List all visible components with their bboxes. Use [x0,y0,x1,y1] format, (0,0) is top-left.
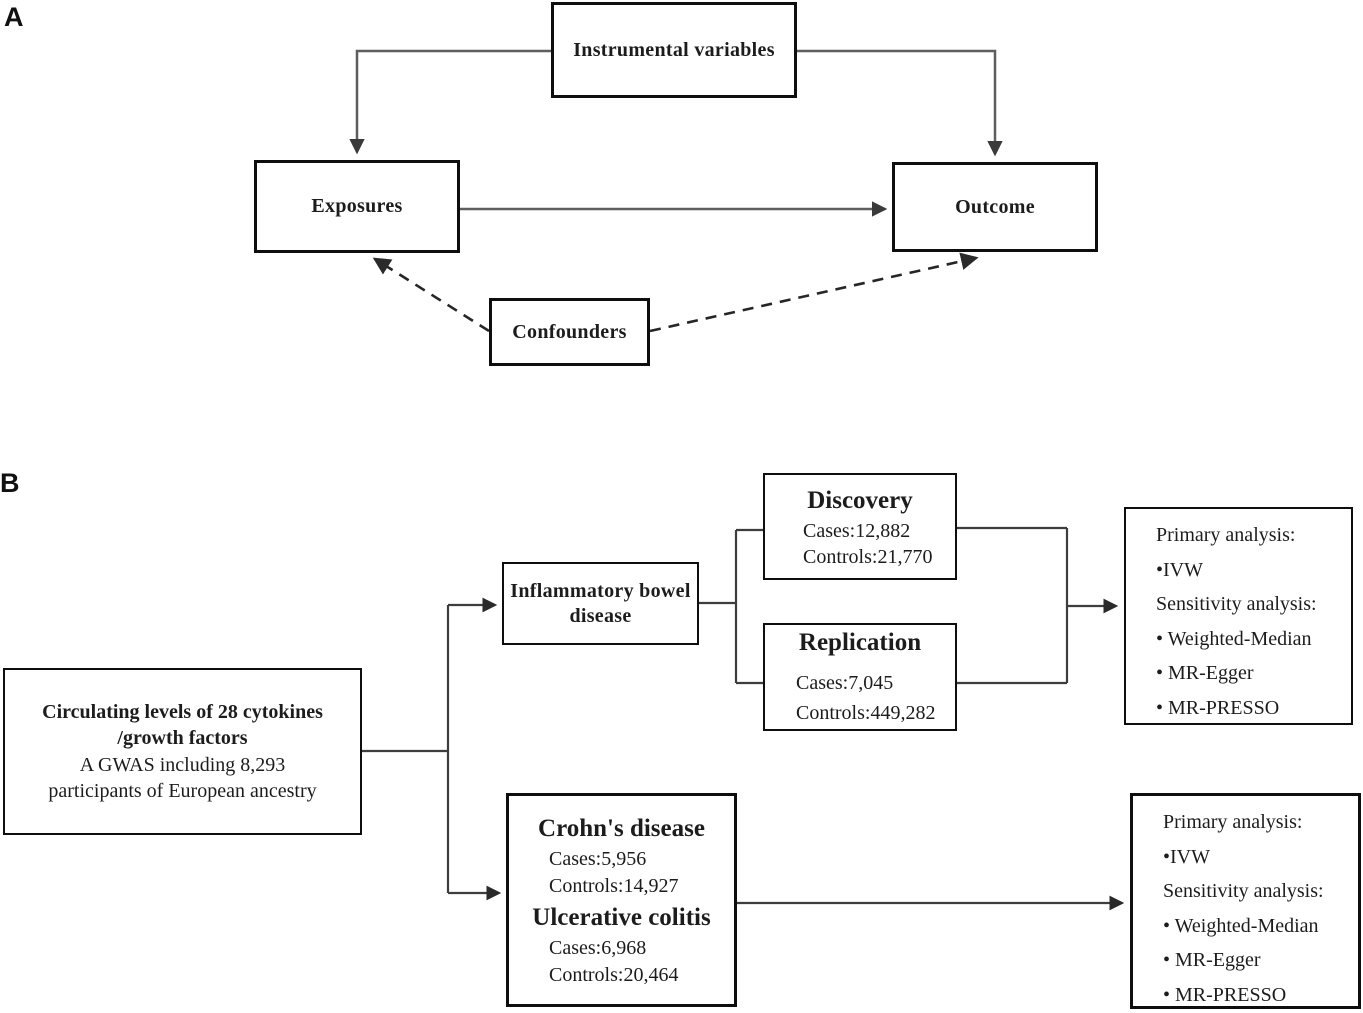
arrow-iv-to-exposures [349,49,551,155]
analysis-box-bottom: Primary analysis: •IVW Sensitivity analy… [1130,793,1361,1009]
analysis-top-line-mr-egger: • MR-Egger [1156,662,1254,684]
replication-cases: Cases:7,045 [796,672,894,694]
analysis-top-line-ivw: •IVW [1156,558,1203,581]
analysis-bottom-line-ivw: •IVW [1163,845,1210,868]
replication-box: Replication Cases:7,045 Controls:449,282 [763,623,957,731]
crohns-cases: Cases:5,956 [549,848,647,870]
ulcerative-controls: Controls:20,464 [549,964,679,986]
outcome-label: Outcome [955,195,1035,218]
analysis-top-line-mr-presso: • MR-PRESSO [1156,696,1280,719]
ibd-label-line2: disease [569,604,632,627]
crohns-title: Crohn's disease [538,815,705,842]
dashed-arrow-confounders-to-exposures [372,257,490,333]
analysis-top-line-weighted-median: • Weighted-Median [1156,627,1312,650]
exposures-label: Exposures [311,195,403,217]
ibd-label-line1: Inflammatory bowel [510,579,691,602]
gwas-desc-line1: A GWAS including 8,293 [79,753,286,776]
ibd-box: Inflammatory bowel disease [502,562,699,645]
dashed-arrow-confounders-to-outcome [649,252,979,333]
replication-title: Replication [798,629,922,656]
outcome-box: Outcome [892,162,1098,252]
crohns-controls: Controls:14,927 [549,875,679,897]
gwas-desc-line2: participants of European ancestry [48,780,317,802]
bracket-ibd-to-cohorts [699,528,763,685]
analysis-bottom-line-primary: Primary analysis: [1163,811,1303,833]
crohns-ulcerative-box: Crohn's disease Cases:5,956 Controls:14,… [506,793,737,1007]
panel-a-label: A [4,2,24,32]
analysis-bottom-line-sensitivity: Sensitivity analysis: [1163,880,1324,902]
exposures-box: Exposures [254,160,460,253]
confounders-box: Confounders [489,298,650,366]
instrumental-variables-box: Instrumental variables [551,2,797,98]
analysis-bottom-line-mr-egger: • MR-Egger [1163,949,1261,971]
instrumental-variables-label: Instrumental variables [573,38,775,61]
bracket-cohorts-to-analysis [957,526,1069,685]
discovery-title: Discovery [807,486,913,514]
arrow-iv-to-outcome [797,49,1003,157]
ulcerative-cases: Cases:6,968 [549,937,647,959]
discovery-controls: Controls:21,770 [803,545,933,568]
analysis-bottom-line-mr-presso: • MR-PRESSO [1163,983,1287,1006]
confounders-label: Confounders [512,320,627,343]
gwas-title-line1: Circulating levels of 28 cytokines [42,700,323,723]
analysis-top-line-sensitivity: Sensitivity analysis: [1156,593,1317,615]
analysis-box-top: Primary analysis: •IVW Sensitivity analy… [1124,507,1353,725]
exposure-gwas-box: Circulating levels of 28 cytokines /grow… [3,668,362,835]
replication-controls: Controls:449,282 [796,702,936,724]
ulcerative-title: Ulcerative colitis [532,904,711,931]
discovery-cases: Cases:12,882 [803,519,911,542]
panel-b-label: B [0,468,20,498]
analysis-bottom-line-weighted-median: • Weighted-Median [1163,914,1319,937]
discovery-box: Discovery Cases:12,882 Controls:21,770 [763,473,957,580]
gwas-title-line2: /growth factors [117,727,248,749]
analysis-top-line-primary: Primary analysis: [1156,524,1296,546]
